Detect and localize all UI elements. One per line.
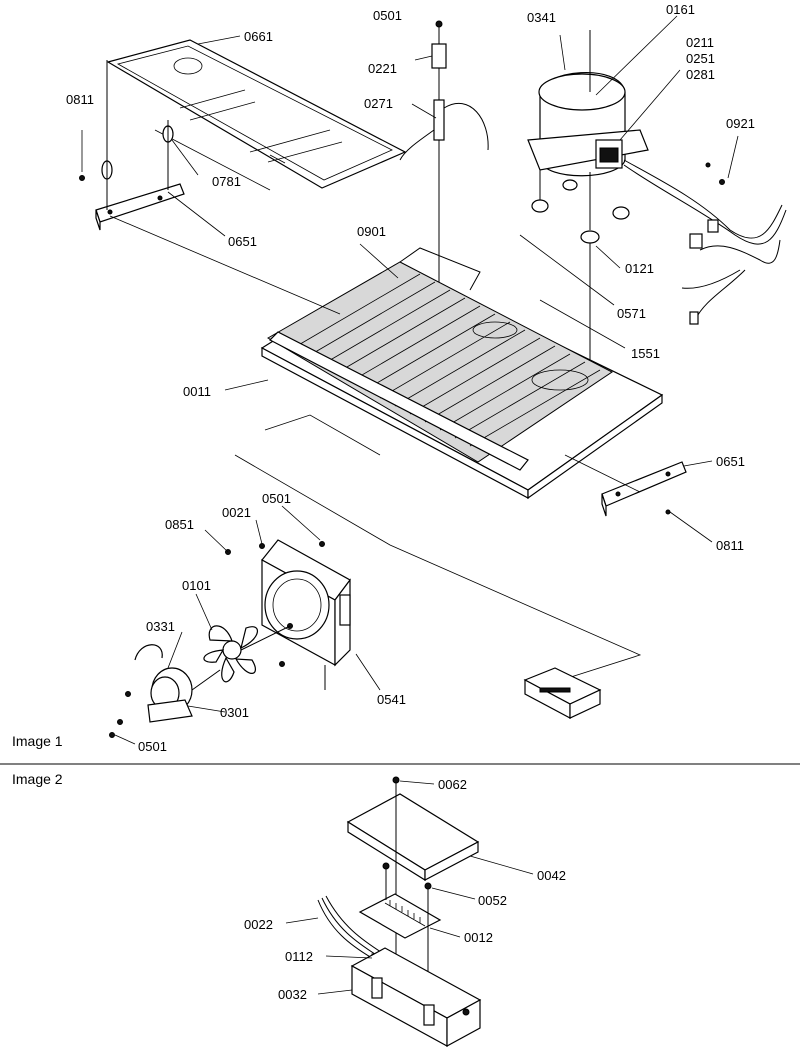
control-board	[358, 862, 442, 1000]
callout-0012: 0012	[464, 930, 493, 945]
callout-0121: 0121	[625, 261, 654, 276]
drain-pan-cover	[106, 39, 407, 191]
callout-0011: 0011	[183, 384, 211, 399]
callout-0301: 0301	[220, 705, 249, 720]
callout-0901: 0901	[357, 224, 386, 239]
fan-motor	[109, 644, 221, 738]
callout-0501-top: 0501	[373, 8, 402, 23]
screw	[319, 541, 325, 547]
image2-panel: Image 2	[12, 771, 566, 1048]
control-housing	[350, 947, 482, 1048]
callout-0921: 0921	[726, 116, 755, 131]
callout-0851: 0851	[165, 517, 194, 532]
screw	[259, 543, 265, 549]
callout-0281: 0281	[686, 67, 715, 82]
callout-0781: 0781	[212, 174, 241, 189]
right-bracket	[601, 461, 687, 517]
callout-0661: 0661	[244, 29, 273, 44]
screw	[279, 661, 285, 667]
image2-leaders	[285, 780, 534, 995]
callout-0341: 0341	[527, 10, 556, 25]
control-cover	[346, 776, 480, 1000]
drier-assembly	[399, 20, 489, 330]
image2-caption: Image 2	[12, 771, 63, 787]
image1-panel: 0501 0341 0161 0211 0251 0281 0661 0221 …	[12, 2, 787, 754]
callout-0811-right: 0811	[716, 538, 744, 553]
fan-blade	[203, 625, 291, 683]
callout-0501-bottom: 0501	[138, 739, 167, 754]
callout-1551: 1551	[631, 346, 660, 361]
left-bracket	[95, 60, 185, 231]
callout-0571: 0571	[617, 306, 646, 321]
callout-0161: 0161	[666, 2, 695, 17]
image1-caption: Image 1	[12, 733, 63, 749]
callout-0331: 0331	[146, 619, 175, 634]
callout-0501-mid: 0501	[262, 491, 291, 506]
callout-leaders	[81, 15, 739, 745]
callout-0032: 0032	[278, 987, 307, 1002]
control-box	[523, 667, 602, 719]
callout-0211: 0211	[686, 35, 714, 50]
callout-0042: 0042	[537, 868, 566, 883]
callout-0251: 0251	[686, 51, 715, 66]
callout-0052: 0052	[478, 893, 507, 908]
callout-0112: 0112	[285, 949, 313, 964]
callout-0811-left: 0811	[66, 92, 94, 107]
wiring-harness	[623, 159, 787, 325]
callout-0541: 0541	[377, 692, 406, 707]
callout-0021: 0021	[222, 505, 251, 520]
callout-0271: 0271	[364, 96, 393, 111]
callout-0221: 0221	[368, 61, 397, 76]
callout-0651-right: 0651	[716, 454, 745, 469]
condenser-base-pan	[260, 247, 664, 500]
callout-0062: 0062	[438, 777, 467, 792]
compressor	[527, 30, 649, 410]
callout-0022: 0022	[244, 917, 273, 932]
fan-shroud	[261, 539, 351, 690]
screw	[79, 175, 85, 181]
callout-0101: 0101	[182, 578, 211, 593]
callout-0651-left: 0651	[228, 234, 257, 249]
